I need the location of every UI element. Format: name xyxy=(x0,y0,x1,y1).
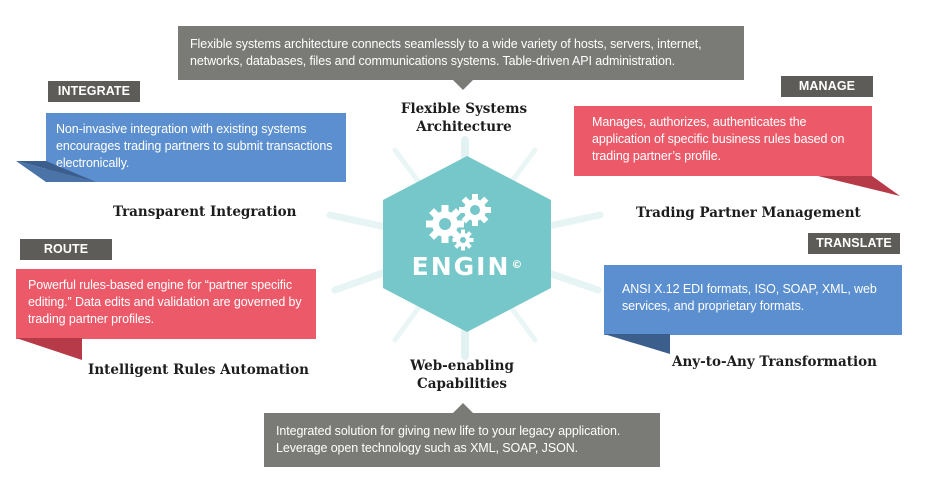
web-pointer xyxy=(452,403,474,414)
web-heading-line1: Web-enabling xyxy=(410,358,514,374)
route-tag: ROUTE xyxy=(20,239,112,260)
route-heading: Intelligent Rules Automation xyxy=(88,362,309,378)
web-description: Integrated solution for giving new life … xyxy=(276,424,621,455)
translate-description: ANSI X.12 EDI formats, ISO, SOAP, XML, w… xyxy=(622,282,877,313)
engin-name: ENGIN xyxy=(411,252,511,281)
integrate-description-box: Non-invasive integration with existing s… xyxy=(46,113,346,182)
engin-logo-text: ENGIN© xyxy=(383,252,551,282)
route-description-box: Powerful rules-based engine for “partner… xyxy=(16,269,316,339)
web-heading-line2: Capabilities xyxy=(416,376,508,392)
integrate-ribbon-fold xyxy=(16,161,96,182)
manage-description: Manages, authorizes, authenticates the a… xyxy=(592,115,845,163)
integrate-tag: INTEGRATE xyxy=(48,81,140,102)
translate-heading: Any-to-Any Transformation xyxy=(672,354,877,370)
architecture-heading-line1: Flexible Systems xyxy=(400,101,528,117)
route-description: Powerful rules-based engine for “partner… xyxy=(28,278,302,326)
manage-description-box: Manages, authorizes, authenticates the a… xyxy=(574,106,872,176)
translate-ribbon-fold xyxy=(604,334,670,354)
engin-hub-hexagon xyxy=(383,156,551,332)
architecture-description: Flexible systems architecture connects s… xyxy=(190,37,702,68)
manage-heading: Trading Partner Management xyxy=(636,205,861,221)
web-description-box: Integrated solution for giving new life … xyxy=(264,413,660,467)
manage-ribbon-fold xyxy=(818,176,900,196)
gears-icon xyxy=(426,194,491,251)
web-heading: Web-enabling Capabilities xyxy=(372,357,552,393)
translate-tag: TRANSLATE xyxy=(808,233,900,254)
manage-tag: MANAGE xyxy=(781,76,873,97)
route-ribbon-fold xyxy=(16,338,82,360)
architecture-heading: Flexible Systems Architecture xyxy=(375,100,553,136)
translate-description-box: ANSI X.12 EDI formats, ISO, SOAP, XML, w… xyxy=(604,265,902,335)
architecture-description-box: Flexible systems architecture connects s… xyxy=(178,26,744,80)
integrate-description: Non-invasive integration with existing s… xyxy=(56,122,333,170)
architecture-pointer xyxy=(452,79,474,90)
architecture-heading-line2: Architecture xyxy=(416,119,512,135)
copyright-mark: © xyxy=(511,258,523,271)
integrate-heading: Transparent Integration xyxy=(113,204,297,220)
